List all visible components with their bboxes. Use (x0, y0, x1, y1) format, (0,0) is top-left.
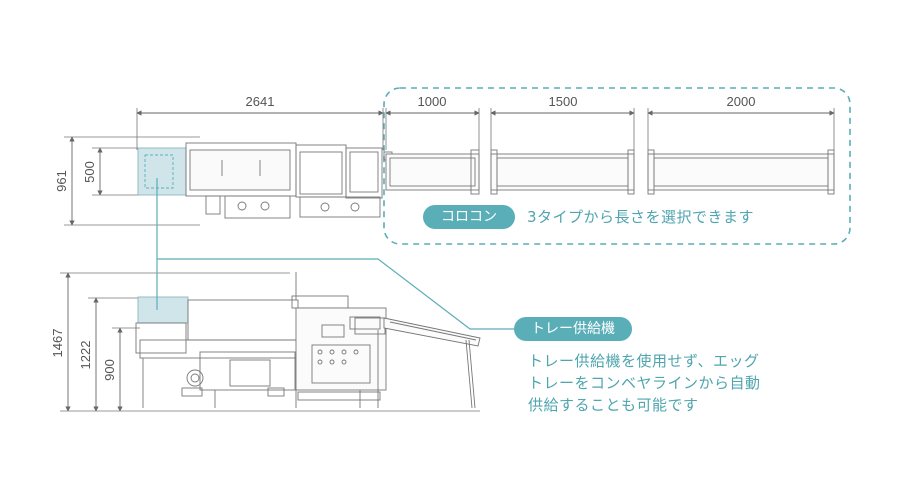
dim-2641-label: 2641 (246, 94, 275, 109)
dim-1222-label: 1222 (78, 341, 93, 370)
tray-feeder-badge: トレー供給機 (514, 317, 632, 341)
conveyor-2000 (647, 149, 835, 195)
top-width-dimension: 2641 (136, 94, 384, 150)
tray-feeder-note: トレー供給機を使用せず、エッグ トレーをコンベヤラインから自動 供給することも可… (528, 350, 868, 416)
tray-callout-leader (157, 258, 520, 330)
machine-top-view (137, 142, 393, 219)
tray-feeder-top-highlight (137, 147, 187, 196)
dim-2000-label: 2000 (727, 94, 756, 109)
dim-1000-label: 1000 (418, 94, 447, 109)
conveyor-3-dimension: 2000 (647, 94, 835, 150)
tray-feeder-side-highlight (137, 296, 189, 324)
conveyor-1500 (490, 149, 635, 195)
top-height-dimensions: 961 500 (54, 136, 200, 226)
dim-900-label: 900 (102, 359, 117, 381)
conveyor-1-dimension: 1000 (385, 94, 480, 150)
side-height-dimensions: 1467 1222 900 (50, 272, 480, 412)
dim-500-label: 500 (82, 161, 97, 183)
dim-1467-label: 1467 (50, 329, 65, 358)
tray-note-line-3: 供給することも可能です (528, 396, 699, 414)
conveyor-badge: コロコン (423, 205, 515, 229)
tray-note-line-1: トレー供給機を使用せず、エッグ (528, 352, 760, 370)
dim-961-label: 961 (54, 170, 69, 192)
dim-1500-label: 1500 (549, 94, 578, 109)
conveyor-1000 (385, 149, 480, 195)
machine-side-view (135, 272, 481, 409)
conveyor-options-frame (383, 87, 851, 245)
conveyor-2-dimension: 1500 (490, 94, 635, 150)
tray-note-line-2: トレーをコンベヤラインから自動 (528, 374, 761, 392)
conveyor-note: 3タイプから長さを選択できます (527, 208, 755, 226)
